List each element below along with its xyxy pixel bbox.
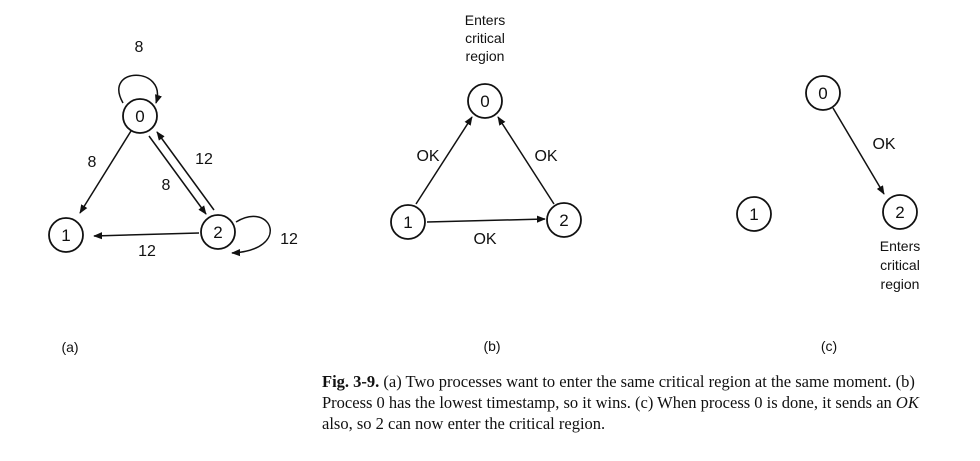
note-c-enters-1: Enters (880, 238, 920, 254)
edge-a-0-1 (79, 130, 132, 214)
node-c-0: 0 (805, 75, 841, 111)
panel-b: Enters critical region OK OK OK 0 1 2 (b… (390, 12, 582, 354)
panel-label-b: (b) (483, 338, 500, 354)
edge-label-b-1-0: OK (416, 148, 439, 165)
edge-label-a-self-0: 8 (135, 39, 144, 56)
edge-label-b-1-2: OK (473, 231, 496, 248)
panel-label-a: (a) (61, 339, 78, 355)
edge-b-2-0 (497, 116, 555, 205)
node-b-1: 1 (390, 204, 426, 240)
node-c-0-label: 0 (818, 84, 827, 103)
edge-label-a-self-2: 12 (280, 231, 298, 248)
caption-fig-label: Fig. 3-9. (322, 372, 380, 391)
edge-label-b-2-0: OK (534, 148, 557, 165)
caption-ok: OK (895, 393, 919, 412)
edge-c-0-2 (832, 107, 885, 195)
node-c-1-label: 1 (749, 205, 758, 224)
node-a-0: 0 (122, 98, 158, 134)
node-b-0: 0 (467, 83, 503, 119)
edge-a-self-0 (118, 74, 162, 104)
edge-a-2-0 (156, 131, 215, 211)
node-a-2-label: 2 (213, 223, 222, 242)
node-a-1-label: 1 (61, 226, 70, 245)
node-a-1: 1 (48, 217, 84, 253)
node-a-2: 2 (200, 214, 236, 250)
panel-a: 8 8 8 12 12 12 0 1 2 (a) (48, 39, 298, 355)
figure-caption: Fig. 3-9. (a) Two processes want to ente… (322, 371, 942, 434)
edge-b-1-2 (426, 215, 546, 223)
caption-text: (a) Two processes want to enter the same… (322, 372, 915, 412)
caption-text-2: also, so 2 can now enter the critical re… (322, 414, 606, 433)
edge-label-c-0-2: OK (872, 136, 895, 153)
panel-label-c: (c) (821, 338, 837, 354)
note-c-enters-3: region (881, 276, 920, 292)
edge-label-a-2-0: 12 (195, 151, 213, 168)
note-b-enters-3: region (466, 48, 505, 64)
node-b-1-label: 1 (403, 213, 412, 232)
edge-label-a-0-2: 8 (162, 177, 171, 194)
node-c-2: 2 (882, 194, 918, 230)
node-b-0-label: 0 (480, 92, 489, 111)
edge-a-2-1 (93, 232, 200, 240)
node-a-0-label: 0 (135, 107, 144, 126)
node-b-2: 2 (546, 202, 582, 238)
note-c-enters-2: critical (880, 257, 920, 273)
edge-b-1-0 (415, 116, 473, 205)
note-b-enters-1: Enters (465, 12, 505, 28)
edge-label-a-2-1: 12 (138, 243, 156, 260)
panel-c: OK 0 1 2 Enters critical region (c) (736, 75, 920, 354)
node-c-1: 1 (736, 196, 772, 232)
edge-a-self-2 (231, 215, 271, 257)
note-b-enters-2: critical (465, 30, 505, 46)
node-b-2-label: 2 (559, 211, 568, 230)
node-c-2-label: 2 (895, 203, 904, 222)
edge-a-0-2 (148, 135, 207, 215)
edge-label-a-0-1: 8 (88, 154, 97, 171)
